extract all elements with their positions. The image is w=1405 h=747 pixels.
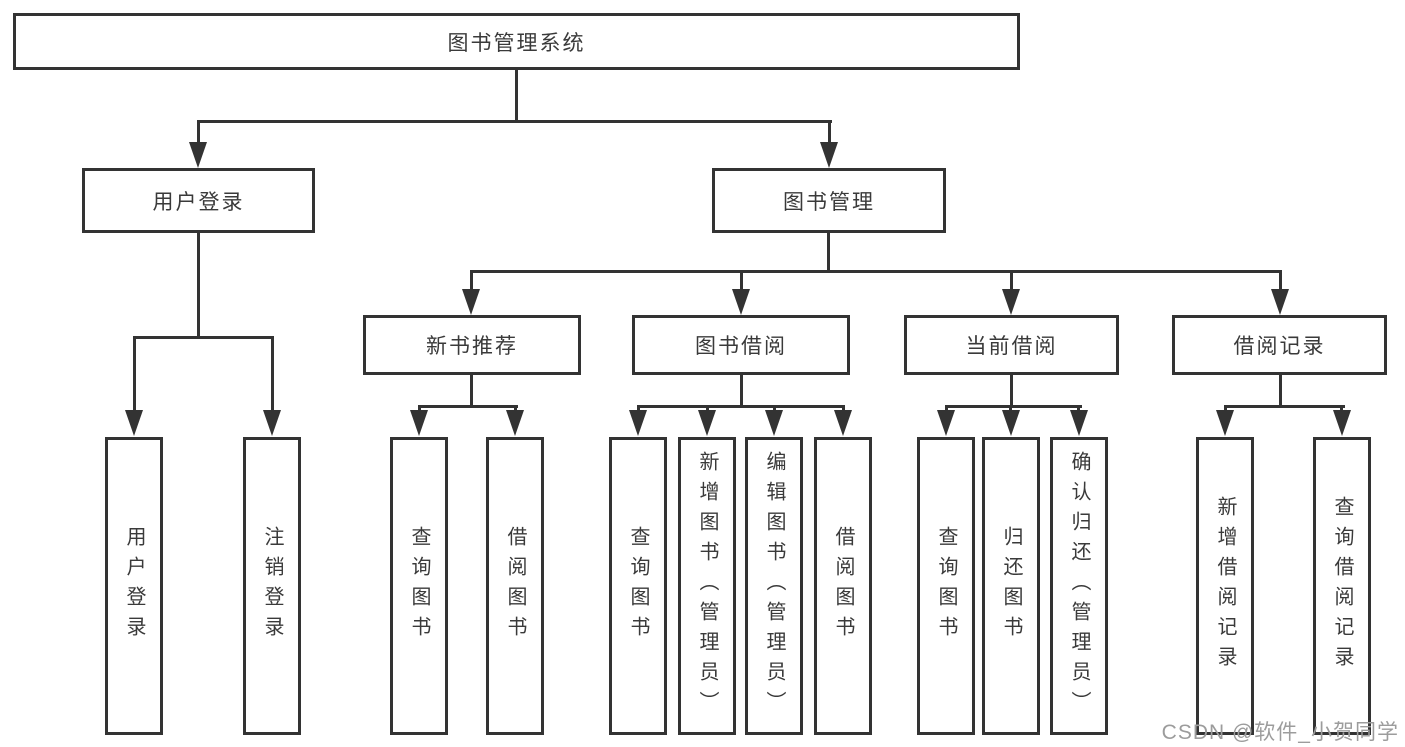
connector-line xyxy=(470,373,473,408)
node-label: 图书管理 xyxy=(783,190,875,214)
node-label: 查询图书 xyxy=(935,526,957,646)
arrowhead-down-icon xyxy=(765,410,783,436)
node-label: 注销登录 xyxy=(261,526,283,646)
connector-line xyxy=(515,70,518,123)
connector-line xyxy=(197,230,200,339)
arrowhead-down-icon xyxy=(937,410,955,436)
leaf-add-books-admin: 新增图书（管理员） xyxy=(678,437,736,735)
connector-line xyxy=(271,336,274,414)
leaf-query-borrow-record: 查询借阅记录 xyxy=(1313,437,1371,735)
connector-line xyxy=(470,270,1282,273)
leaf-return-books: 归还图书 xyxy=(982,437,1040,735)
node-label: 当前借阅 xyxy=(965,335,1058,358)
connector-line xyxy=(133,336,274,339)
arrowhead-down-icon xyxy=(263,410,281,436)
connector-line xyxy=(470,270,473,292)
node-label: 新增借阅记录 xyxy=(1214,496,1236,676)
arrowhead-down-icon xyxy=(410,410,428,436)
connector-line xyxy=(418,405,518,408)
node-label: 查询图书 xyxy=(408,526,430,646)
arrowhead-down-icon xyxy=(1271,289,1289,315)
connector-line xyxy=(740,270,743,292)
node-label: 图书借阅 xyxy=(695,335,787,358)
node-book-management: 图书管理 xyxy=(712,168,946,233)
node-label: 确认归还（管理员） xyxy=(1068,451,1090,721)
arrowhead-down-icon xyxy=(834,410,852,436)
leaf-add-borrow-record: 新增借阅记录 xyxy=(1196,437,1254,735)
csdn-watermark: CSDN @软件_小贺同学 xyxy=(1161,721,1399,744)
leaf-query-books-borrow: 查询图书 xyxy=(609,437,667,735)
connector-line xyxy=(1279,270,1282,292)
arrowhead-down-icon xyxy=(125,410,143,436)
connector-line xyxy=(740,373,743,408)
arrowhead-down-icon xyxy=(732,289,750,315)
leaf-edit-books-admin: 编辑图书（管理员） xyxy=(745,437,803,735)
connector-line xyxy=(1224,405,1345,408)
node-current-borrowing: 当前借阅 xyxy=(904,315,1119,375)
node-label: 新书推荐 xyxy=(426,335,518,358)
connector-line xyxy=(1279,373,1282,408)
arrowhead-down-icon xyxy=(1002,289,1020,315)
arrowhead-down-icon xyxy=(1002,410,1020,436)
connector-line xyxy=(827,230,830,273)
node-book-borrowing: 图书借阅 xyxy=(632,315,850,375)
node-label: 借阅图书 xyxy=(504,526,526,646)
leaf-confirm-return-admin: 确认归还（管理员） xyxy=(1050,437,1108,735)
connector-line xyxy=(1010,373,1013,408)
connector-line xyxy=(945,405,1082,408)
node-label: 新增图书（管理员） xyxy=(696,451,718,721)
leaf-query-books-recommend: 查询图书 xyxy=(390,437,448,735)
node-label: 用户登录 xyxy=(152,190,245,214)
arrowhead-down-icon xyxy=(820,142,838,168)
leaf-user-login: 用户登录 xyxy=(105,437,163,735)
arrowhead-down-icon xyxy=(462,289,480,315)
node-label: 借阅图书 xyxy=(832,526,854,646)
connector-line xyxy=(828,120,831,146)
arrowhead-down-icon xyxy=(1070,410,1088,436)
node-label: 图书管理系统 xyxy=(447,31,586,55)
node-new-book-recommendation: 新书推荐 xyxy=(363,315,581,375)
node-label: 归还图书 xyxy=(1000,526,1022,646)
node-label: 编辑图书（管理员） xyxy=(763,451,785,721)
connector-line xyxy=(1010,270,1013,292)
connector-line xyxy=(197,120,832,123)
arrowhead-down-icon xyxy=(189,142,207,168)
arrowhead-down-icon xyxy=(629,410,647,436)
arrowhead-down-icon xyxy=(1333,410,1351,436)
connector-line xyxy=(133,336,136,414)
leaf-borrow-books: 借阅图书 xyxy=(814,437,872,735)
node-label: 查询图书 xyxy=(627,526,649,646)
arrowhead-down-icon xyxy=(698,410,716,436)
arrowhead-down-icon xyxy=(1216,410,1234,436)
node-label: 查询借阅记录 xyxy=(1331,496,1353,676)
node-label: 用户登录 xyxy=(123,526,145,646)
connector-line xyxy=(637,405,845,408)
node-library-management-system: 图书管理系统 xyxy=(13,13,1020,70)
arrowhead-down-icon xyxy=(506,410,524,436)
leaf-logout-login: 注销登录 xyxy=(243,437,301,735)
connector-line xyxy=(197,120,200,146)
leaf-borrow-books-recommend: 借阅图书 xyxy=(486,437,544,735)
node-borrowing-records: 借阅记录 xyxy=(1172,315,1387,375)
leaf-query-books-current: 查询图书 xyxy=(917,437,975,735)
node-user-login: 用户登录 xyxy=(82,168,315,233)
node-label: 借阅记录 xyxy=(1233,335,1326,358)
